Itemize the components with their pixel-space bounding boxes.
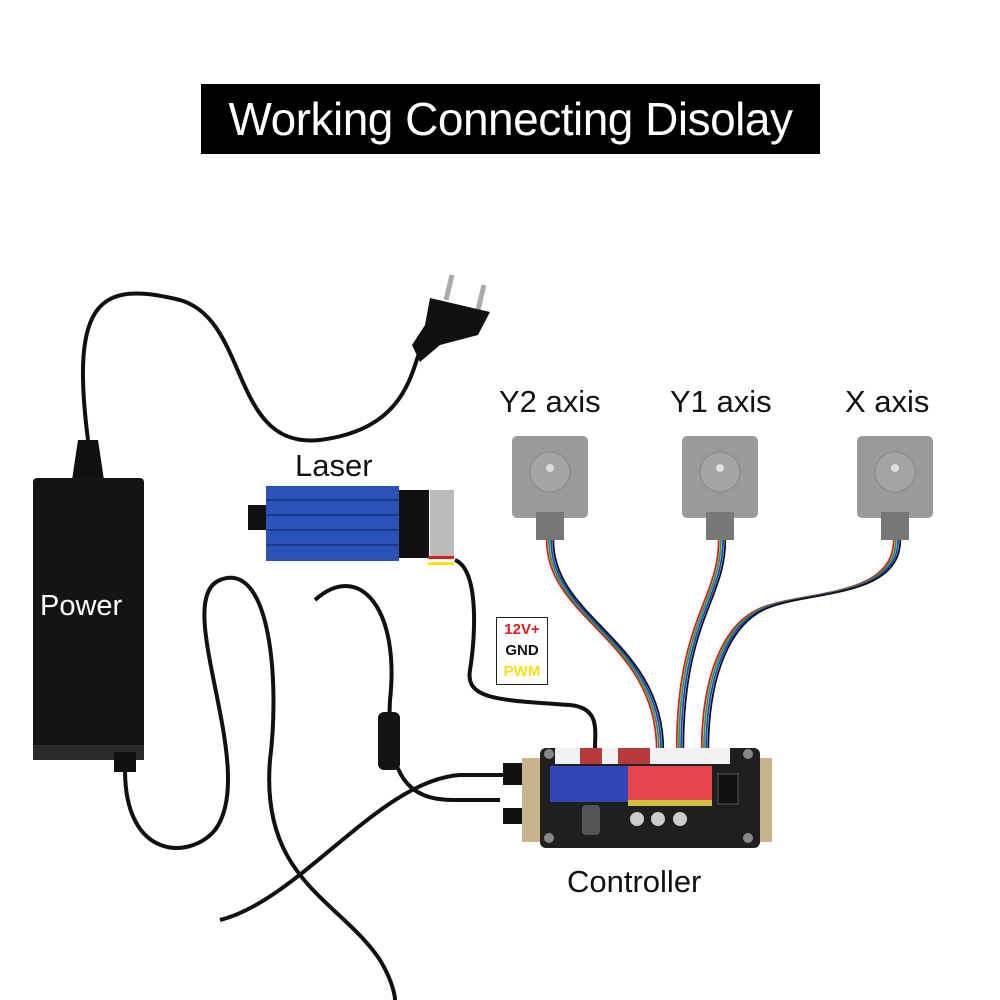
mains-cable [80, 291, 422, 443]
pin-12v-label: 12V+ [504, 621, 540, 639]
dc-cable-to-controller [313, 584, 500, 802]
ferrite-bead [378, 712, 400, 770]
x-axis-label: X axis [845, 384, 930, 419]
laser-pinout-legend: 12V+ GND PWM [496, 617, 548, 685]
controller-board [522, 748, 772, 848]
power-plug-icon [412, 274, 490, 362]
y1-axis-label: Y1 axis [670, 384, 772, 419]
motor-wire [548, 539, 660, 751]
motor-wire [703, 539, 897, 751]
page-title: Working Connecting Disolay [228, 93, 793, 145]
motor-wire [545, 539, 658, 751]
motor-wire [680, 539, 724, 751]
power-label: Power [40, 590, 123, 622]
y2-axis-label: Y2 axis [499, 384, 601, 419]
motor-wire [707, 539, 902, 751]
power-adapter [33, 440, 144, 772]
laser-cable [453, 558, 598, 749]
pin-gnd-label: GND [505, 641, 539, 659]
motor-wire [550, 539, 662, 751]
dc-output-cable [123, 575, 397, 1000]
controller-label: Controller [567, 864, 702, 899]
stepper-motor-x-axis [857, 436, 933, 540]
motor-wire [675, 539, 720, 751]
motor-wire [678, 539, 722, 751]
motor-wire [705, 539, 899, 751]
stepper-motor-y1-axis [682, 436, 758, 540]
usb-cable [219, 773, 505, 922]
laser-module [248, 486, 454, 565]
motor-wire [682, 539, 727, 751]
motor-wire [700, 539, 895, 751]
motor-wire-bundles [545, 539, 902, 751]
stepper-motor-y2-axis [512, 436, 588, 540]
laser-label: Laser [295, 448, 373, 483]
motor-wire [552, 539, 665, 751]
title-banner: Working Connecting Disolay [201, 84, 820, 154]
pin-pwm-label: PWM [503, 662, 541, 680]
